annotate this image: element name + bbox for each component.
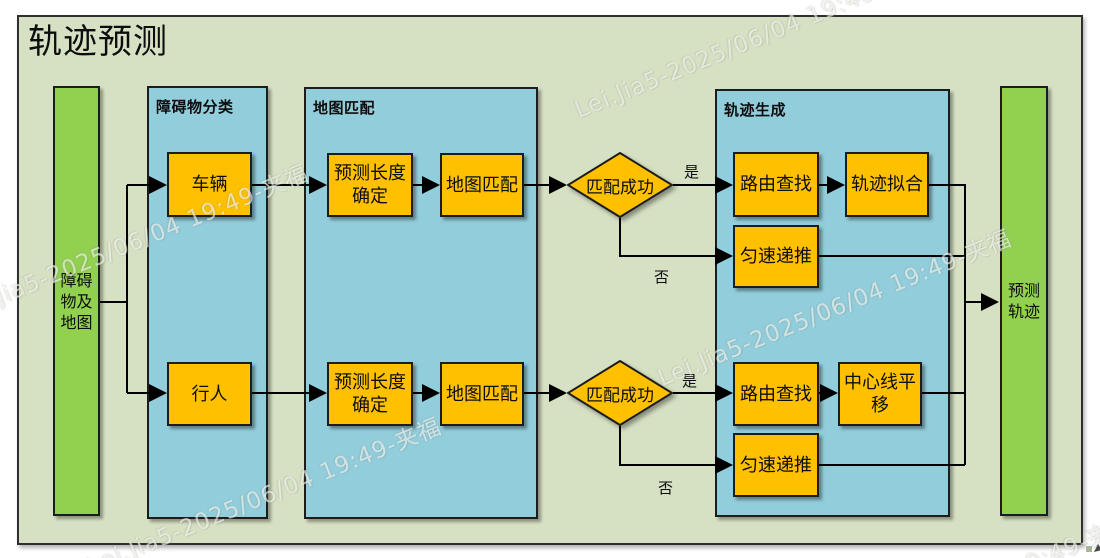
- group-label-obstacle-classification: 障碍物分类: [156, 98, 234, 116]
- node-uniform-recursion-1: 匀速递推: [733, 225, 819, 288]
- edge-label-yes-1: 是: [684, 163, 700, 181]
- edge-label-no-2: 否: [658, 479, 674, 497]
- node-vehicle: 车辆: [167, 152, 252, 217]
- decision-match-success-2: 匹配成功: [567, 360, 673, 426]
- group-label-trajectory-generation: 轨迹生成: [724, 101, 787, 119]
- group-obstacle-classification: 障碍物分类: [147, 86, 268, 519]
- node-map-match-1: 地图匹配: [440, 153, 524, 217]
- terminal-output-predicted-trajectory: 预测 轨迹: [1000, 86, 1048, 516]
- node-uniform-recursion-2: 匀速递推: [733, 433, 819, 497]
- node-prediction-length-2: 预测长度 确定: [327, 362, 413, 426]
- node-map-match-2: 地图匹配: [440, 362, 524, 426]
- node-pedestrian: 行人: [167, 362, 252, 426]
- group-label-map-matching: 地图匹配: [313, 99, 376, 117]
- decision-label-1: 匹配成功: [586, 177, 654, 198]
- decision-match-success-1: 匹配成功: [567, 152, 673, 218]
- terminal-input-label: 障碍 物及 地图: [60, 270, 93, 332]
- diamond-shape-icon: [567, 360, 673, 426]
- node-route-search-2: 路由查找: [733, 362, 819, 426]
- edge-label-yes-2: 是: [682, 372, 698, 390]
- terminal-input-obstacles-and-map: 障碍 物及 地图: [53, 86, 100, 516]
- page-title: 轨迹预测: [28, 22, 168, 62]
- terminal-output-label: 预测 轨迹: [1007, 281, 1040, 321]
- edge-label-no-1: 否: [654, 268, 670, 286]
- cursor-arrow-icon: [1094, 544, 1100, 552]
- node-centerline-shift: 中心线平 移: [838, 362, 922, 426]
- selection-handle-square: [1086, 546, 1092, 552]
- node-route-search-1: 路由查找: [733, 152, 819, 217]
- group-map-matching: 地图匹配: [304, 87, 538, 519]
- diamond-shape-icon: [567, 152, 673, 218]
- node-prediction-length-1: 预测长度 确定: [327, 153, 413, 217]
- decision-label-2: 匹配成功: [586, 385, 654, 406]
- node-trajectory-fitting: 轨迹拟合: [845, 152, 929, 217]
